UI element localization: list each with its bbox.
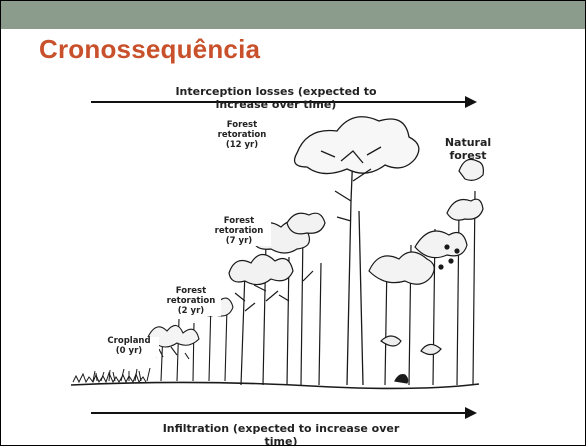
- stage-label-cropland: Cropland (0 yr): [99, 337, 159, 357]
- top-arrow-label: Interception losses (expected to increas…: [151, 86, 401, 111]
- stage-label-forest-12yr: Forest retoration (12 yr): [209, 121, 275, 150]
- natural-forest-icon: [369, 159, 483, 385]
- stage-label-forest-7yr: Forest retoration (7 yr): [207, 217, 271, 246]
- ground-icon: [71, 373, 479, 388]
- stage-label-forest-2yr: Forest retoration (2 yr): [161, 287, 221, 316]
- bottom-arrow-label: Infiltration (expected to increase over …: [131, 423, 431, 446]
- bottom-arrow-icon: [91, 407, 477, 419]
- stage-label-natural-forest: Natural forest: [433, 137, 503, 162]
- tall-tree-12yr-icon: [295, 117, 419, 385]
